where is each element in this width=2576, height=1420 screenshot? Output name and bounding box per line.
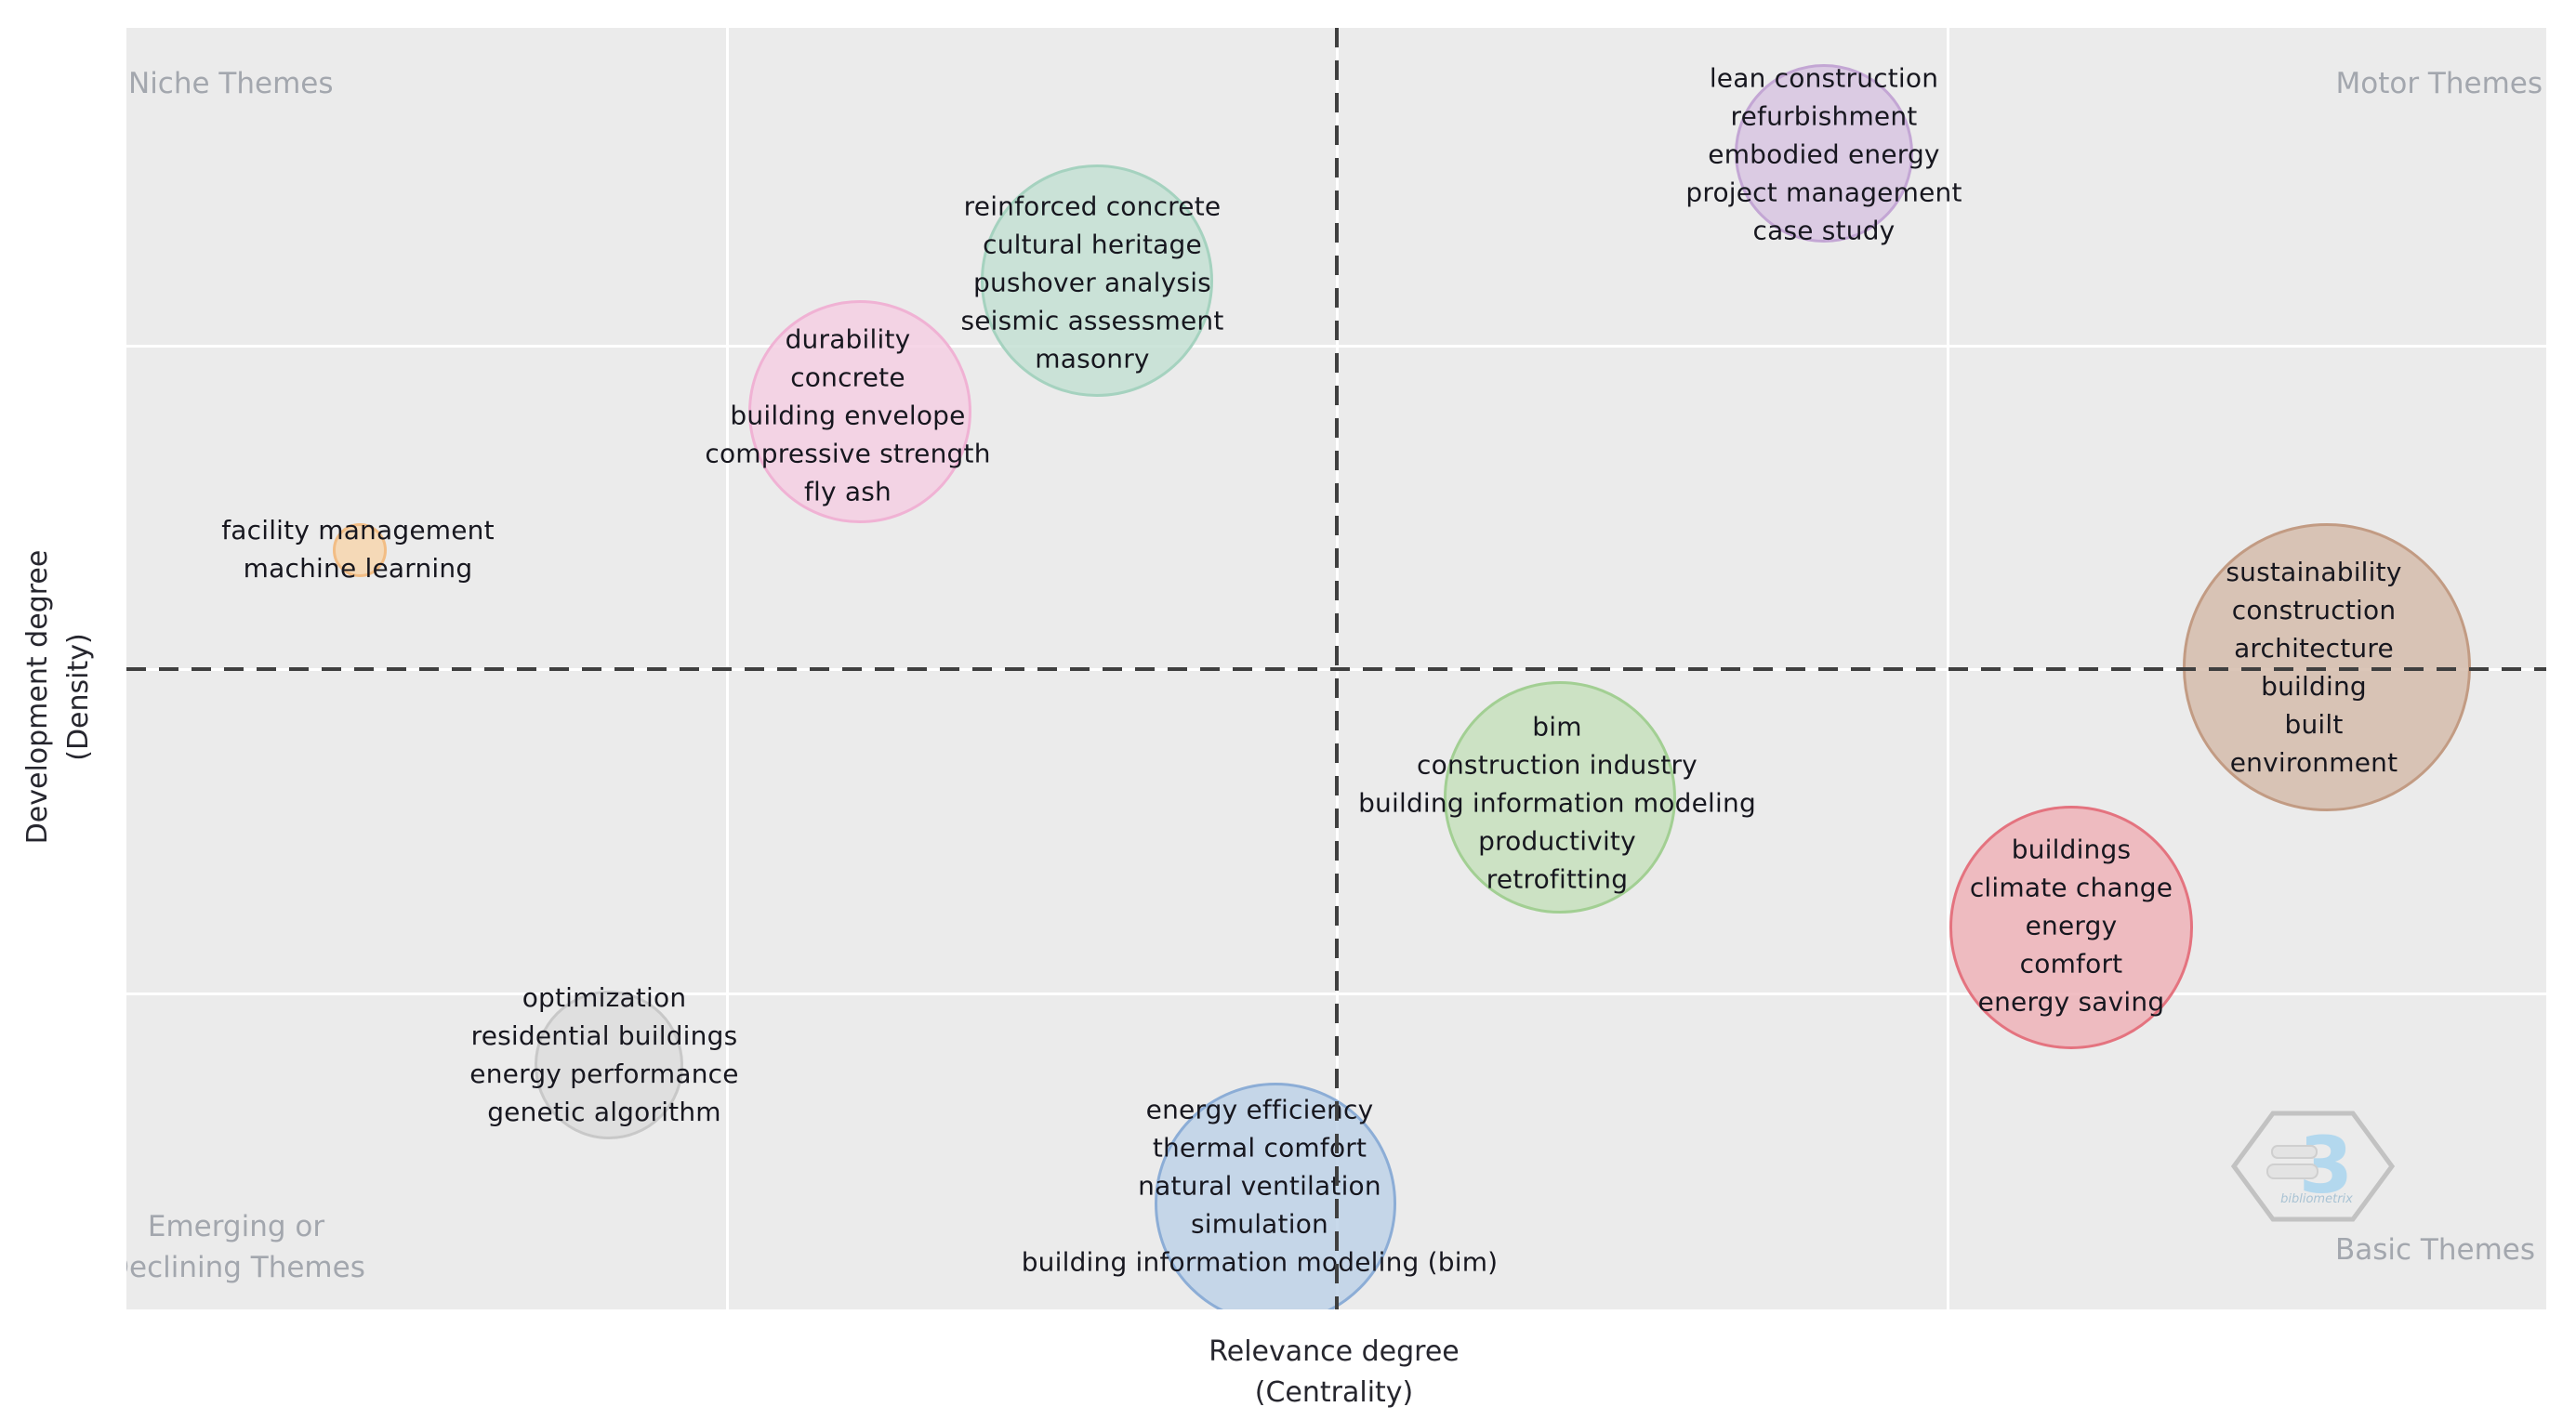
x-axis-title-line2: (Centrality) <box>1254 1376 1414 1409</box>
svg-text:bibliometrix: bibliometrix <box>2280 1192 2353 1206</box>
plot-area: 3 bibliometrix lean construction refurbi… <box>126 28 2546 1309</box>
theme-label-optimization: optimization residential buildings energ… <box>469 982 739 1127</box>
theme-label-reinforced-concrete: reinforced concrete cultural heritage pu… <box>960 191 1224 375</box>
bibliometrix-logo: 3 bibliometrix <box>2229 1109 2397 1235</box>
theme-bubble-energy-efficiency[interactable] <box>1155 1083 1396 1309</box>
theme-label-facility-management: facility management machine learning <box>221 515 495 584</box>
theme-labels: lean construction refurbishment embodied… <box>126 28 2546 1309</box>
theme-bubble-bim[interactable] <box>1444 681 1676 914</box>
density-mean-dashed-line <box>126 667 2546 671</box>
theme-label-lean-construction: lean construction refurbishment embodied… <box>1685 62 1962 246</box>
theme-bubble-buildings[interactable] <box>1949 806 2193 1049</box>
theme-label-energy-efficiency: energy efficiency thermal comfort natura… <box>1021 1094 1499 1278</box>
theme-label-durability: durability concrete building envelope co… <box>705 323 991 507</box>
x-axis-title: Relevance degree (Centrality) <box>1209 1332 1460 1413</box>
theme-label-buildings: buildings climate change energy comfort … <box>1969 834 2173 1018</box>
theme-label-sustainability: sustainability construction architecture… <box>2226 557 2402 778</box>
theme-bubble-lean-construction[interactable] <box>1735 64 1913 243</box>
y-axis-title-line2: (Density) <box>62 633 95 761</box>
theme-bubble-optimization[interactable] <box>535 991 683 1139</box>
theme-bubble-facility-management[interactable] <box>333 523 387 577</box>
bibliometrix-logo-icon: 3 bibliometrix <box>2230 1111 2396 1222</box>
x-axis-title-line1: Relevance degree <box>1209 1335 1460 1368</box>
quadrant-divider-lines <box>126 28 2546 1309</box>
theme-label-bim: bim construction industry building infor… <box>1358 711 1756 895</box>
theme-bubble-reinforced-concrete[interactable] <box>981 164 1213 397</box>
theme-bubble-durability[interactable] <box>748 300 971 523</box>
y-axis-title: Development degree (Density) <box>18 550 99 845</box>
y-axis-title-line1: Development degree <box>21 549 54 845</box>
